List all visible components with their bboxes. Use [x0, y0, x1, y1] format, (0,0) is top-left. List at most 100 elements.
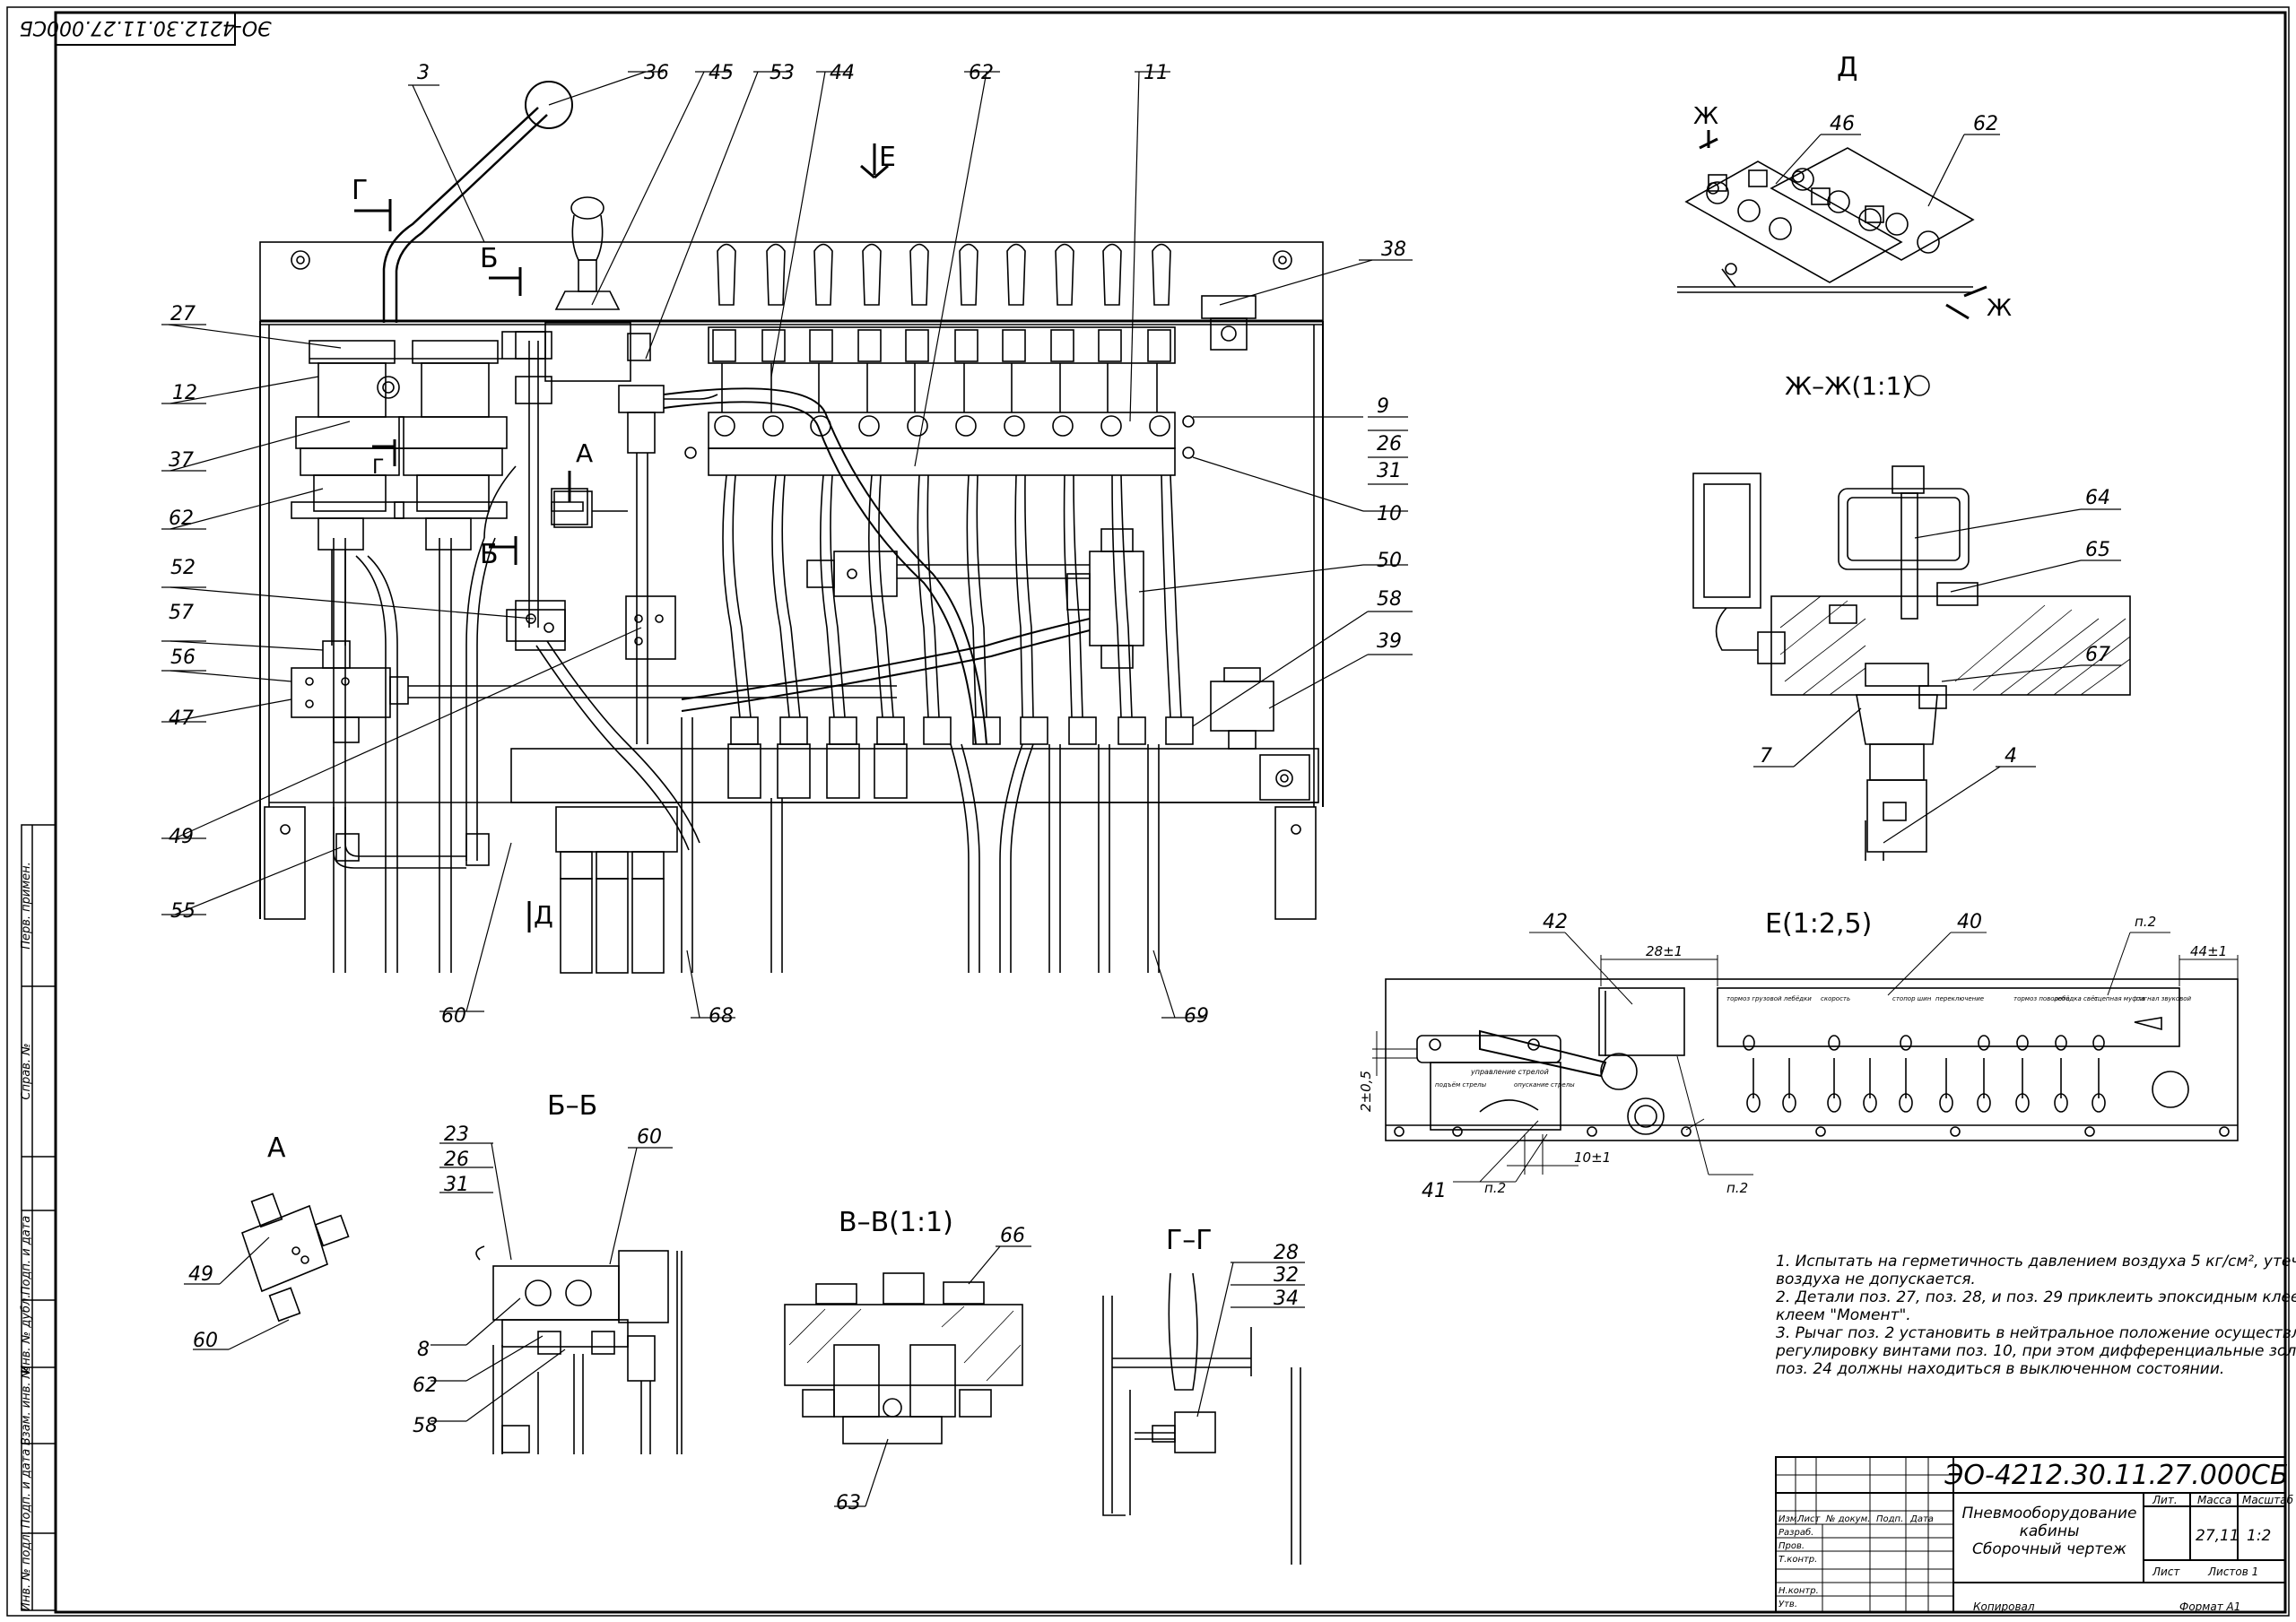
- panel-section: стопор шин: [1892, 995, 1932, 1002]
- note-line: воздуха не допускается.: [1776, 1271, 1976, 1288]
- panel-section: лебёдка свёт: [2053, 995, 2099, 1002]
- section-mark-zh: Ж: [1693, 103, 1718, 130]
- view-gg: [1102, 1262, 1305, 1565]
- label-23: 23: [444, 1123, 469, 1146]
- panel-section: тормоз грузовой лебёдки: [1726, 995, 1812, 1002]
- label-66: 66: [1000, 1225, 1025, 1247]
- note-line: регулировку винтами поз. 10, при этом ди…: [1775, 1342, 2296, 1360]
- side-strip-labels: Перв. примен. Справ. № Подп. и дата Инв.…: [20, 862, 33, 1611]
- drawing-frame: [54, 11, 2287, 1614]
- section-mark-zh: Ж: [1987, 295, 2012, 322]
- panel-switches: [1743, 1017, 2189, 1113]
- dim-10: 10±1: [1574, 1149, 1611, 1166]
- outer-border: [6, 6, 2290, 1617]
- label-60: 60: [637, 1126, 662, 1149]
- label-49: 49: [169, 826, 194, 848]
- left-valve-assembly: [291, 340, 508, 646]
- label-67: 67: [2085, 644, 2110, 666]
- strip-label: Справ. №: [20, 1043, 33, 1099]
- section-mark-a: А: [576, 438, 593, 468]
- label-11: 11: [1144, 62, 1169, 84]
- label-68: 68: [709, 1005, 734, 1028]
- label-64: 64: [2085, 487, 2110, 509]
- panel-section: сцепная муфта: [2094, 995, 2145, 1002]
- label-26: 26: [1377, 433, 1402, 455]
- panel-left-a: подъём стрелы: [1435, 1081, 1487, 1089]
- label-69: 69: [1184, 1005, 1209, 1028]
- row-header: Дата: [1909, 1514, 1934, 1524]
- label-62: 62: [1973, 113, 1998, 135]
- label-62b: 62: [169, 507, 194, 530]
- sheet-label: Лист: [2152, 1566, 2180, 1578]
- view-e-title: Е(1:2,5): [1765, 908, 1872, 940]
- view-vv-title: В–В(1:1): [839, 1207, 953, 1238]
- view-bb-labels: Б–Б 23 26 31 60 8 62 58: [413, 1090, 662, 1437]
- label-8: 8: [417, 1339, 430, 1361]
- label-39: 39: [1377, 630, 1402, 653]
- label-34: 34: [1274, 1288, 1299, 1310]
- col-scale: Масштаб: [2242, 1494, 2294, 1506]
- view-e-panel: [1372, 932, 2239, 1183]
- dim-28: 28±1: [1646, 943, 1683, 959]
- role: Утв.: [1779, 1600, 1797, 1609]
- view-gg-labels: Г–Г 28 32 34: [1166, 1225, 1299, 1310]
- label-31: 31: [444, 1174, 469, 1196]
- label-31: 31: [1377, 460, 1402, 482]
- view-a: [184, 1193, 350, 1350]
- note-ref-p2: п.2: [2135, 914, 2156, 930]
- title-block-text: ЭО-4212.30.11.27.000СБ Пневмооборудовани…: [1779, 1460, 2294, 1613]
- handle-row: [717, 243, 1171, 306]
- label-42: 42: [1543, 911, 1568, 933]
- label-57: 57: [169, 602, 194, 624]
- note-ref-p2: п.2: [1726, 1180, 1748, 1196]
- strip-label: Перв. примен.: [20, 862, 33, 950]
- view-e-labels: Е(1:2,5) 42 40 41 п.2 п.2 п.2 28±1 44±1 …: [1358, 908, 2227, 1202]
- label-63: 63: [836, 1492, 861, 1514]
- main-leaders: [161, 71, 1413, 1019]
- label-62: 62: [413, 1375, 438, 1397]
- label-60: 60: [193, 1330, 218, 1352]
- panel-left-b: опускание стрелы: [1514, 1081, 1575, 1089]
- label-65: 65: [2085, 539, 2110, 561]
- view-a-labels: А 49 60: [188, 1132, 286, 1352]
- format-label: Формат А1: [2179, 1600, 2240, 1613]
- main-view-labels: 3 36 45 53 44 62 11 38 27 12 37 62 9 26 …: [169, 62, 1406, 1028]
- vertical-tubes: [722, 474, 1182, 718]
- note-line: поз. 24 должны находиться в выключенном …: [1776, 1360, 2224, 1378]
- label-53: 53: [770, 62, 795, 84]
- label-32: 32: [1274, 1264, 1299, 1287]
- view-zh-zh-labels: Ж–Ж(1:1) 64 65 67 7 4: [1760, 371, 2110, 768]
- section-mark-d: Д: [534, 900, 553, 930]
- label-49: 49: [188, 1263, 213, 1286]
- label-3: 3: [417, 62, 430, 84]
- title-block: [1775, 1456, 2286, 1613]
- label-4: 4: [2005, 745, 2017, 768]
- strip-label: Взам. инв. №: [20, 1366, 33, 1445]
- note-line: 1. Испытать на герметичность давлением в…: [1776, 1253, 2296, 1271]
- col-lit: Лит.: [2152, 1494, 2178, 1506]
- bottom-tubes: [681, 717, 1160, 973]
- view-zh-zh: [1692, 465, 2131, 861]
- view-a-title: А: [267, 1132, 286, 1164]
- corner-code: ЭО-4212.30.11.27.000СБ: [19, 16, 272, 39]
- label-55: 55: [170, 900, 196, 923]
- view-d-title: Д: [1837, 52, 1857, 83]
- note-line: клеем "Момент".: [1776, 1306, 1911, 1324]
- row-header: Изм.: [1779, 1514, 1800, 1524]
- dim-2: 2±0,5: [1358, 1071, 1374, 1112]
- view-d-labels: Д 46 62 Ж Ж: [1693, 52, 2012, 322]
- view-zh-title: Ж–Ж(1:1): [1785, 371, 1911, 401]
- sheets-label: Листов 1: [2207, 1566, 2258, 1578]
- view-vv-labels: В–В(1:1) 66 63: [836, 1207, 1025, 1514]
- title-line: кабины: [2020, 1522, 2080, 1540]
- strip-label: Инв. № подл.: [20, 1531, 33, 1611]
- section-mark-g: Г: [352, 175, 368, 206]
- valve-bank: [684, 326, 1195, 476]
- strip-label: Подп. и дата: [20, 1449, 33, 1529]
- label-52: 52: [170, 557, 196, 579]
- label-60: 60: [441, 1005, 466, 1028]
- section-mark-b: Б: [480, 243, 499, 274]
- main-view: [161, 71, 1413, 1019]
- row-header: № докум.: [1825, 1514, 1870, 1524]
